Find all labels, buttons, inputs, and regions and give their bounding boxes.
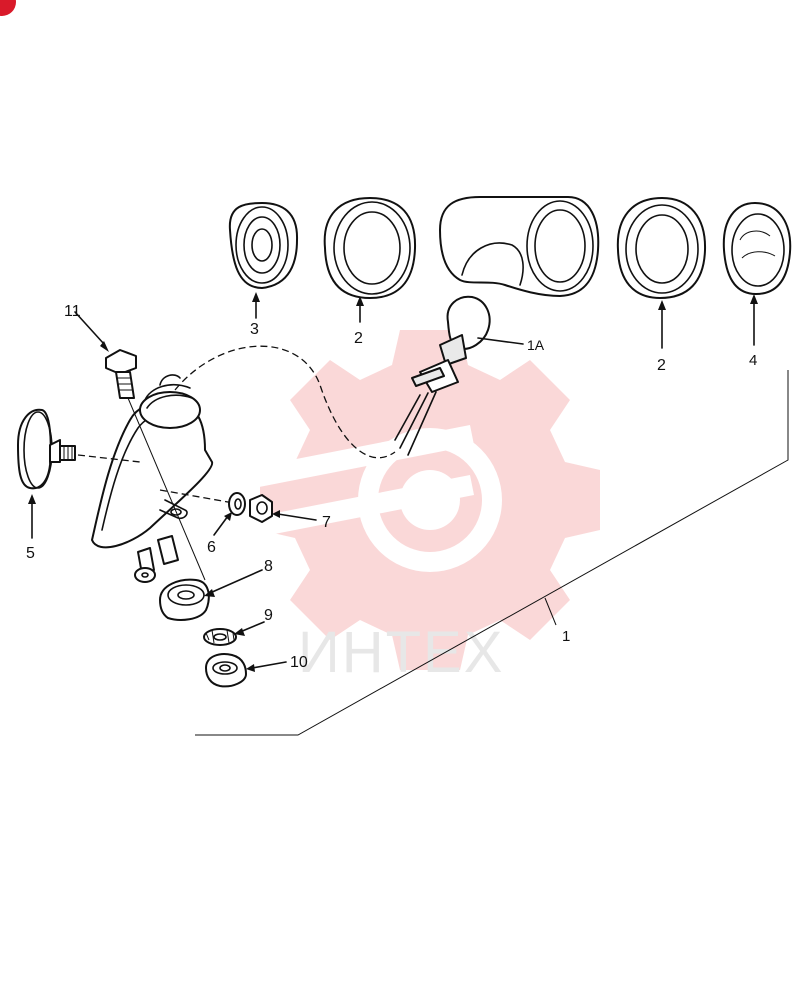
connector-terminals: [134, 535, 179, 583]
leader-9: [239, 621, 265, 633]
leader-1: [544, 597, 557, 626]
callout-6: 6: [207, 539, 216, 556]
wire-harness: [174, 345, 396, 459]
leader-11: [74, 311, 105, 345]
lens-part-3: [228, 202, 299, 289]
lamp-housing: [439, 196, 600, 297]
callout-4: 4: [749, 352, 757, 369]
lamp-body: [91, 374, 214, 549]
leader-1a: [477, 337, 524, 345]
callout-5: 5: [26, 545, 35, 562]
grommet-part-8: [159, 578, 210, 621]
leader-10: [251, 661, 287, 669]
bolt-axis-line: [127, 397, 206, 581]
bezel-ring-part-2-right: [616, 197, 707, 299]
corner-badge: [0, 0, 16, 16]
lens-part-4: [722, 202, 792, 295]
nut-part-10: [205, 653, 247, 688]
callout-3: 3: [250, 321, 259, 338]
callout-2-right: 2: [657, 357, 666, 374]
nut-part-7: [249, 494, 273, 523]
callout-7: 7: [322, 514, 331, 531]
watermark-logo: ИНТЕХ: [240, 330, 600, 685]
leader-8: [209, 569, 263, 594]
lock-washer-part-9: [203, 628, 237, 646]
callout-1: 1: [562, 628, 570, 645]
stud-part-5: [17, 408, 76, 490]
watermark-text: ИНТЕХ: [298, 620, 504, 685]
callout-10: 10: [290, 654, 308, 671]
bulb-socket-part-1a: [394, 295, 491, 456]
callout-1a: 1A: [527, 337, 545, 353]
callout-9: 9: [264, 607, 273, 624]
bezel-ring-part-2-left: [323, 197, 417, 299]
callout-8: 8: [264, 558, 273, 575]
group-bracket-line: [195, 370, 789, 736]
bolt-part-11: [105, 349, 137, 399]
leader-6: [213, 515, 229, 536]
callout-11: 11: [64, 303, 81, 320]
washer-part-6: [228, 492, 246, 516]
leader-7: [277, 513, 317, 521]
callout-2-left: 2: [354, 330, 363, 347]
